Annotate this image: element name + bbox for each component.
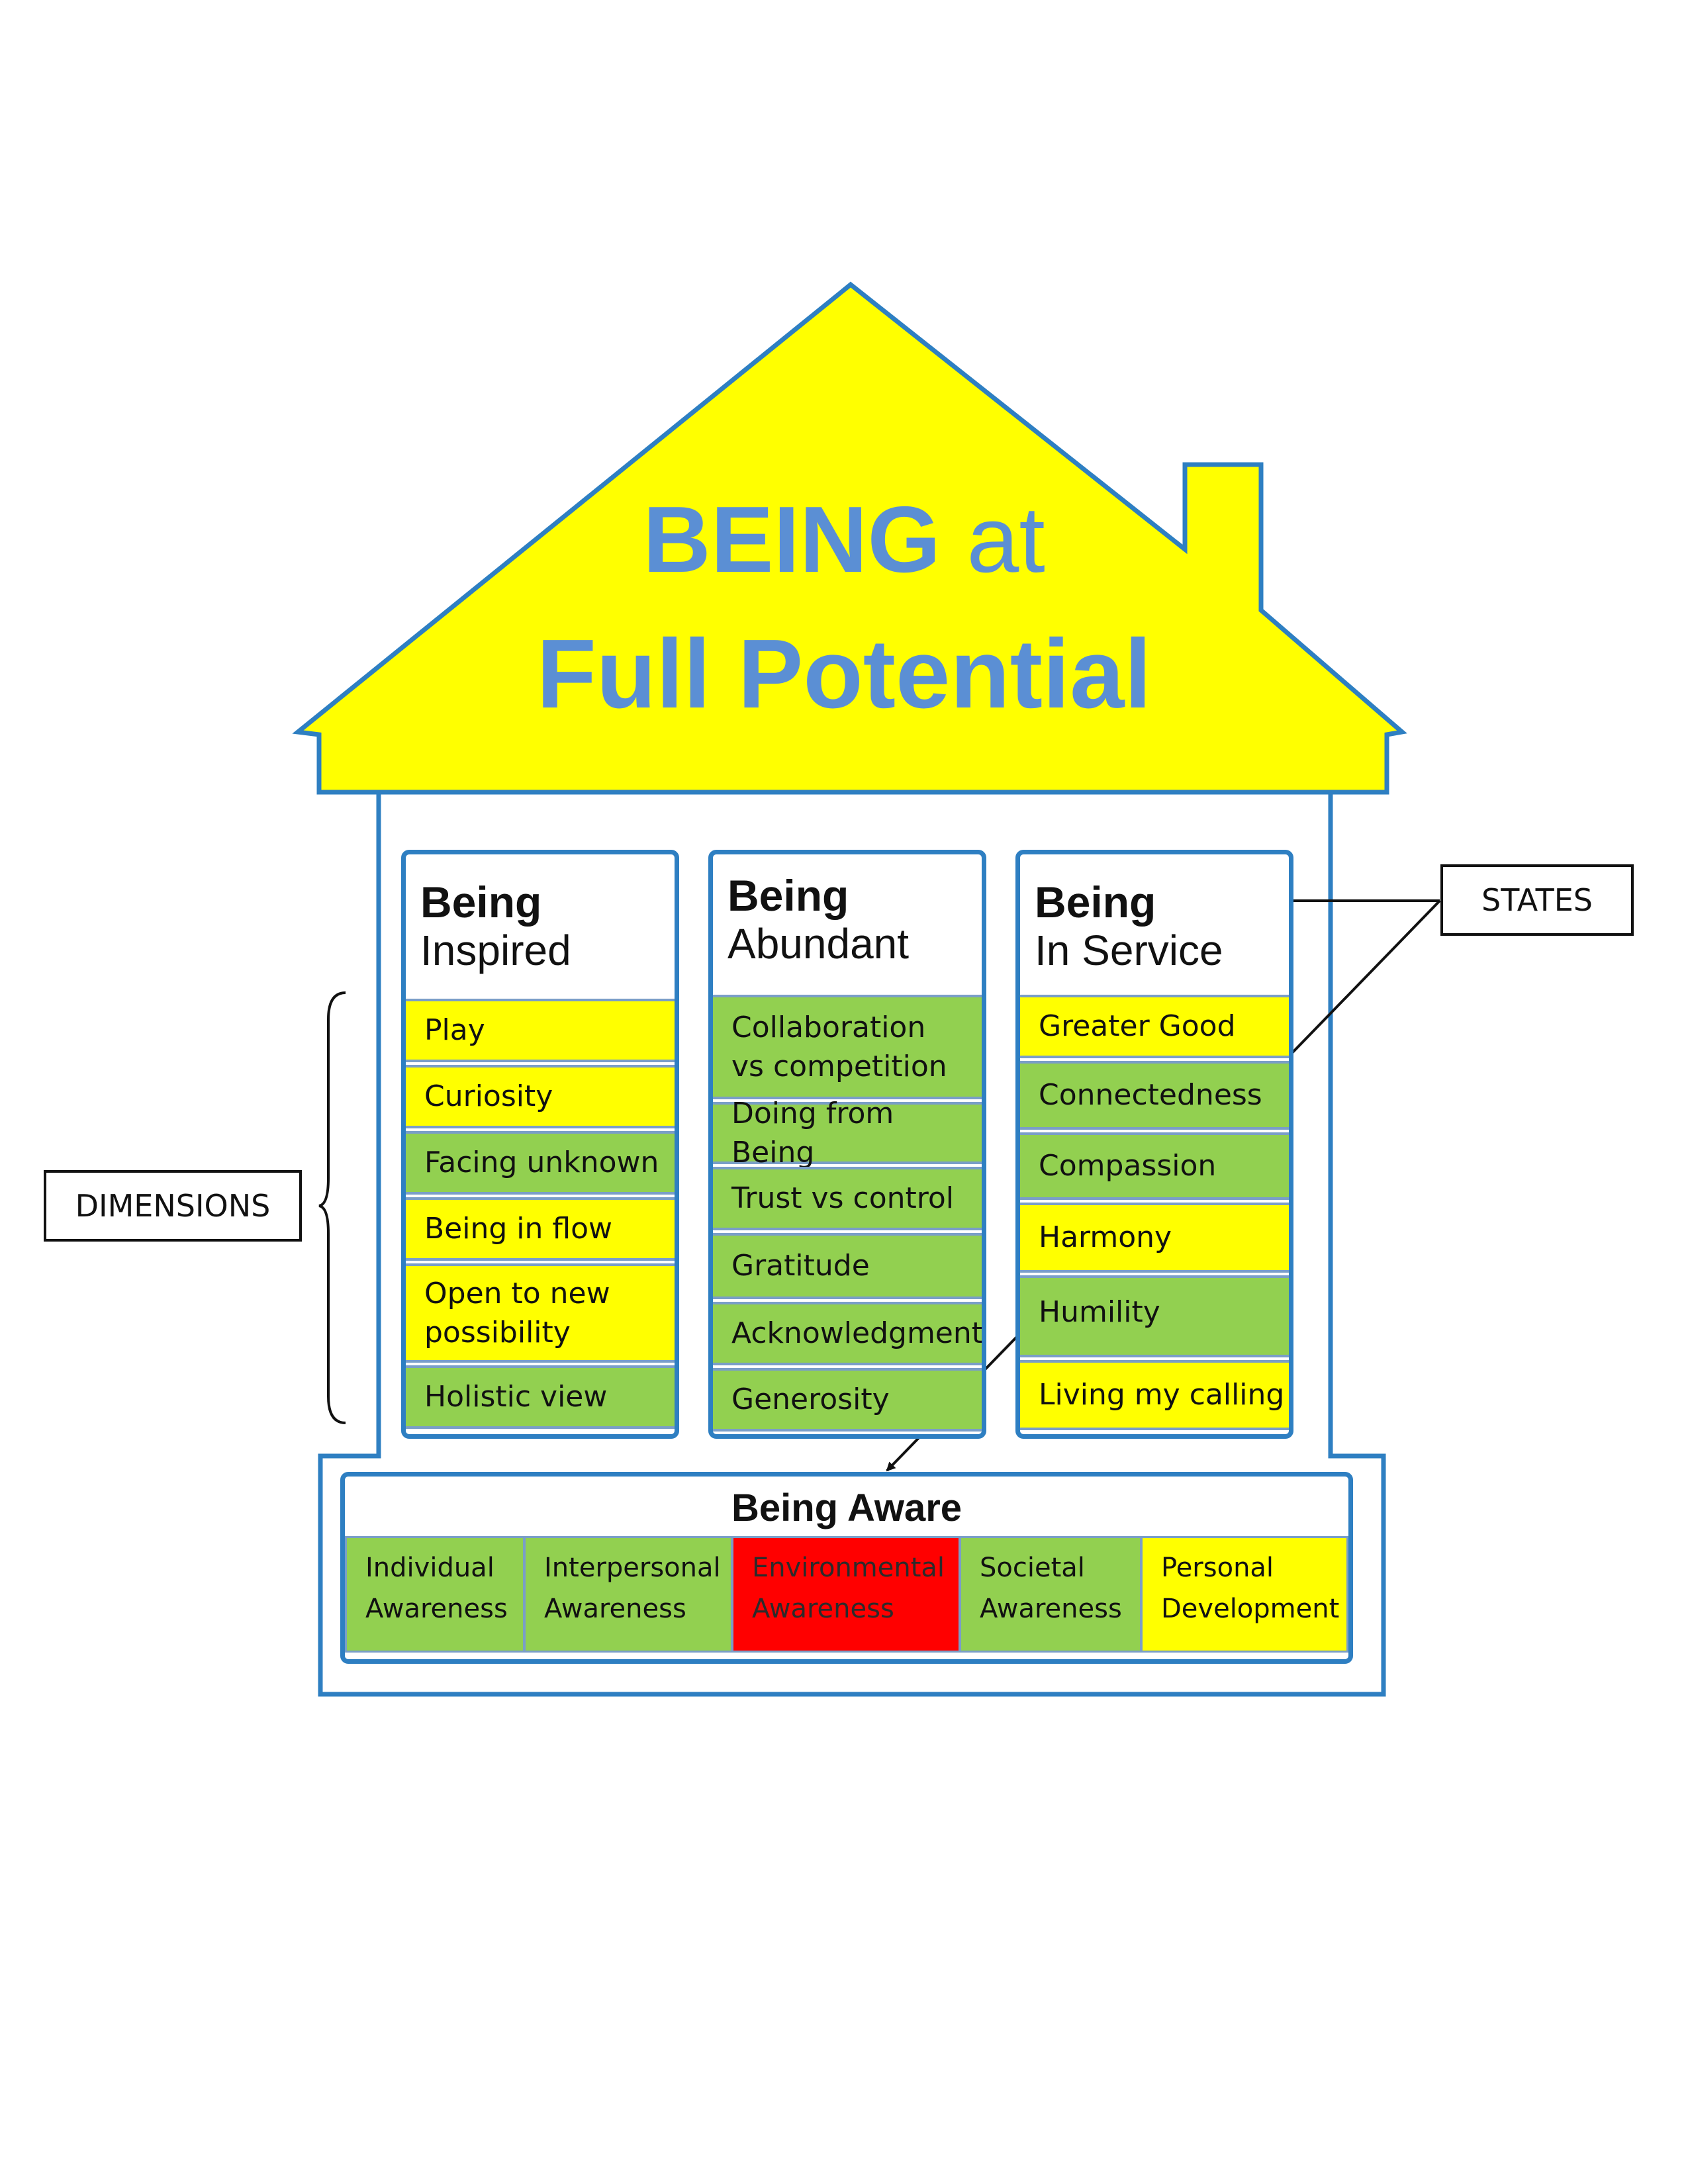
dimension-cell: Connectedness xyxy=(1020,1061,1289,1130)
pillar-heading: Being In Service xyxy=(1035,878,1223,975)
awareness-label: Environmental Awareness xyxy=(752,1553,945,1624)
pillar-heading: Being Inspired xyxy=(420,878,571,975)
pillar-heading-bold: Being xyxy=(727,871,849,920)
awareness-cell: Personal Development xyxy=(1141,1536,1348,1653)
dimension-cell: Doing from Being xyxy=(713,1097,982,1169)
dimension-cell: Holistic view xyxy=(406,1365,675,1429)
dimension-cell: Being in flow xyxy=(406,1197,675,1261)
pillar-being-abundant: Being Abundant Collaboration vs competit… xyxy=(708,850,986,1439)
title-at: at xyxy=(940,487,1045,592)
dimension-cell: Curiosity xyxy=(406,1065,675,1128)
title-line-1: BEING at xyxy=(0,493,1688,587)
house-walls xyxy=(318,788,1386,1697)
awareness-cell: Environmental Awareness xyxy=(731,1536,961,1653)
dimension-cell: Play xyxy=(406,999,675,1062)
dimension-cell: Gratitude xyxy=(713,1233,982,1299)
foundation-title: Being Aware xyxy=(731,1486,962,1529)
awareness-label: Individual Awareness xyxy=(365,1553,508,1624)
dimension-cell: Collaboration vs competition xyxy=(713,995,982,1099)
pillar-heading-sub: Inspired xyxy=(420,926,571,974)
dimension-cell: Open to new possibility xyxy=(406,1263,675,1363)
pillar-heading: Being Abundant xyxy=(727,871,910,968)
states-callout: STATES xyxy=(1440,864,1634,936)
title-bold: BEING xyxy=(643,487,941,592)
awareness-cell: Interpersonal Awareness xyxy=(524,1536,733,1653)
foundation-being-aware: Being Aware Individual Awareness Interpe… xyxy=(340,1472,1353,1664)
dimension-cell: Living my calling xyxy=(1020,1360,1289,1430)
awareness-cell: Individual Awareness xyxy=(345,1536,525,1653)
dimension-cell: Facing unknown xyxy=(406,1131,675,1195)
dimensions-callout: DIMENSIONS xyxy=(44,1170,302,1242)
pillar-heading-sub: Abundant xyxy=(727,919,910,968)
awareness-label: Societal Awareness xyxy=(980,1553,1122,1624)
awareness-cell: Societal Awareness xyxy=(959,1536,1142,1653)
dimension-cell: Compassion xyxy=(1020,1132,1289,1200)
dimension-cell: Acknowledgment xyxy=(713,1302,982,1365)
title-line-2: Full Potential xyxy=(0,625,1688,723)
pillar-being-inspired: Being Inspired Play Curiosity Facing unk… xyxy=(401,850,679,1439)
pillar-heading-bold: Being xyxy=(1035,878,1156,927)
dimension-cell: Humility xyxy=(1020,1275,1289,1357)
awareness-label: Personal Development xyxy=(1161,1553,1340,1624)
pillar-being-in-service: Being In Service Greater Good Connectedn… xyxy=(1015,850,1293,1439)
dimension-cell: Harmony xyxy=(1020,1203,1289,1273)
dimension-cell: Greater Good xyxy=(1020,995,1289,1058)
dimension-cell: Trust vs control xyxy=(713,1167,982,1230)
dimensions-brace xyxy=(318,991,346,1424)
dimension-cell: Generosity xyxy=(713,1368,982,1432)
awareness-label: Interpersonal Awareness xyxy=(544,1553,721,1624)
pillar-heading-sub: In Service xyxy=(1035,926,1223,974)
roof xyxy=(292,281,1407,795)
title-full-potential: Full Potential xyxy=(536,619,1152,729)
pillar-heading-bold: Being xyxy=(420,878,542,927)
